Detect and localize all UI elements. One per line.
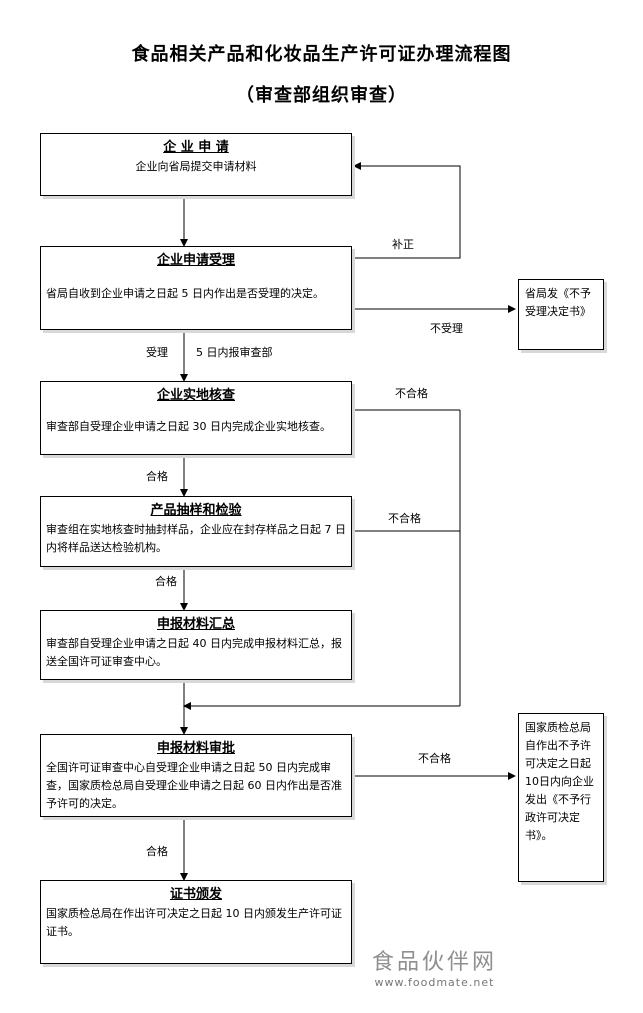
- step-summary-text: 审查部自受理企业申请之日起 40 日内完成申报材料汇总，报送全国许可证审查中心。: [46, 637, 342, 668]
- page-title: 食品相关产品和化妆品生产许可证办理流程图: [131, 44, 512, 65]
- step-inspection: 企业实地核查 审查部自受理企业申请之日起 30 日内完成企业实地核查。: [40, 381, 352, 455]
- label-report-5days: 5 日内报审查部: [196, 346, 273, 359]
- step-inspection-title: 企业实地核查: [156, 388, 235, 403]
- label-pass-inspection: 合格: [146, 470, 168, 483]
- watermark-url: www.foodmate.net: [374, 976, 495, 989]
- step-inspection-text: 审查部自受理企业申请之日起 30 日内完成企业实地核查。: [46, 420, 331, 433]
- label-accepted: 受理: [146, 346, 168, 359]
- step-apply-title: 企 业 申 请: [163, 140, 229, 155]
- watermark-name: 食品伙伴网: [371, 950, 497, 975]
- label-supplement: 补正: [392, 238, 414, 251]
- step-approval-title: 申报材料审批: [156, 741, 235, 756]
- step-approval-text: 全国许可证审查中心自受理企业申请之日起 50 日内完成审查，国家质检总局自受理企…: [46, 761, 342, 810]
- label-fail-inspection: 不合格: [395, 387, 428, 400]
- step-certificate-text: 国家质检总局在作出许可决定之日起 10 日内颁发生产许可证证书。: [46, 907, 342, 938]
- site-watermark: 食品伙伴网 www.foodmate.net: [371, 950, 497, 989]
- step-certificate: 证书颁发 国家质检总局在作出许可决定之日起 10 日内颁发生产许可证证书。: [40, 880, 352, 964]
- step-accept-text: 省局自收到企业申请之日起 5 日内作出是否受理的决定。: [46, 287, 324, 300]
- label-pass-sampling: 合格: [155, 575, 177, 588]
- arrow-supplement-loop: [352, 162, 461, 259]
- side-box-not-permitted: 国家质检总局自作出不予许可决定之日起10日内向企业发出《不予行政许可决定书》。: [518, 713, 604, 882]
- step-summary-title: 申报材料汇总: [156, 617, 235, 632]
- label-fail-approval: 不合格: [418, 752, 451, 765]
- label-pass-approval: 合格: [146, 845, 168, 858]
- step-approval: 申报材料审批 全国许可证审查中心自受理企业申请之日起 50 日内完成审查，国家质…: [40, 734, 352, 817]
- step-sampling-title: 产品抽样和检验: [150, 503, 242, 518]
- step-apply-text: 企业向省局提交申请材料: [135, 160, 257, 173]
- step-sampling: 产品抽样和检验 审查组在实地核查时抽封样品，企业应在封存样品之日起 7 日内将样…: [40, 496, 352, 567]
- step-accept: 企业申请受理 省局自收到企业申请之日起 5 日内作出是否受理的决定。: [40, 246, 352, 330]
- label-fail-sampling: 不合格: [388, 512, 421, 525]
- step-certificate-title: 证书颁发: [169, 887, 222, 902]
- page-subtitle: （审查部组织审查）: [236, 85, 407, 106]
- step-summary: 申报材料汇总 审查部自受理企业申请之日起 40 日内完成申报材料汇总，报送全国许…: [40, 610, 352, 680]
- side-box-not-accepted: 省局发《不予受理决定书》: [518, 279, 604, 350]
- step-sampling-text: 审查组在实地核查时抽封样品，企业应在封存样品之日起 7 日内将样品送达检验机构。: [46, 523, 346, 554]
- step-accept-title: 企业申请受理: [156, 253, 235, 268]
- step-apply: 企 业 申 请 企业向省局提交申请材料: [40, 133, 352, 196]
- label-not-accepted: 不受理: [430, 322, 463, 335]
